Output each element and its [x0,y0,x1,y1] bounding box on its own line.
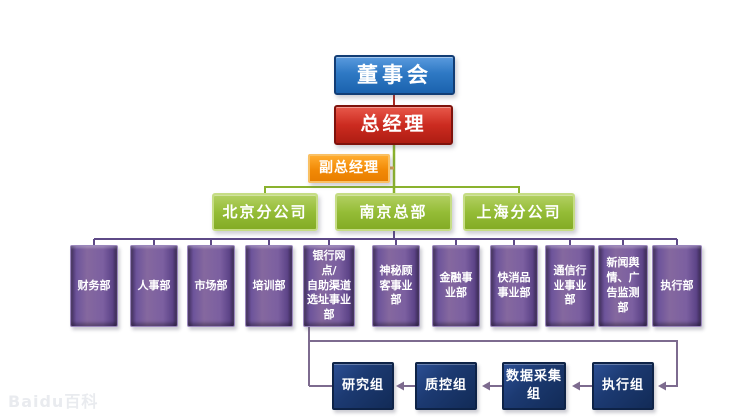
baidu-baike-watermark: Baidu百科 [8,392,99,411]
node-general-manager: 总经理 [334,105,453,145]
node-dept-financial-business: 金融事 业部 [432,245,480,327]
node-board-of-directors: 董事会 [334,55,455,95]
node-group-quality-control: 质控组 [415,362,477,410]
node-deputy-general-manager: 副总经理 [308,154,390,183]
node-group-execution: 执行组 [592,362,654,410]
node-dept-hr: 人事部 [130,245,178,327]
node-group-research: 研究组 [332,362,394,410]
node-dept-training: 培训部 [245,245,293,327]
node-dept-execution: 执行部 [652,245,702,327]
node-dept-finance: 财务部 [70,245,118,327]
node-dept-fmcg: 快消品 事业部 [490,245,538,327]
node-dept-telecom: 通信行 业事业 部 [545,245,595,327]
node-dept-bank-site-selection: 银行网点/ 自助渠道 选址事业 部 [303,245,355,327]
node-group-data-collection: 数据采集 组 [502,362,566,410]
node-branch-beijing: 北京分公司 [212,193,318,231]
node-dept-news-ad-monitoring: 新闻舆 情、广 告监测 部 [598,245,648,327]
node-dept-mystery-customer: 神秘顾 客事业 部 [372,245,420,327]
node-dept-marketing: 市场部 [187,245,235,327]
node-hq-nanjing: 南京总部 [335,193,452,231]
node-branch-shanghai: 上海分公司 [463,193,575,231]
